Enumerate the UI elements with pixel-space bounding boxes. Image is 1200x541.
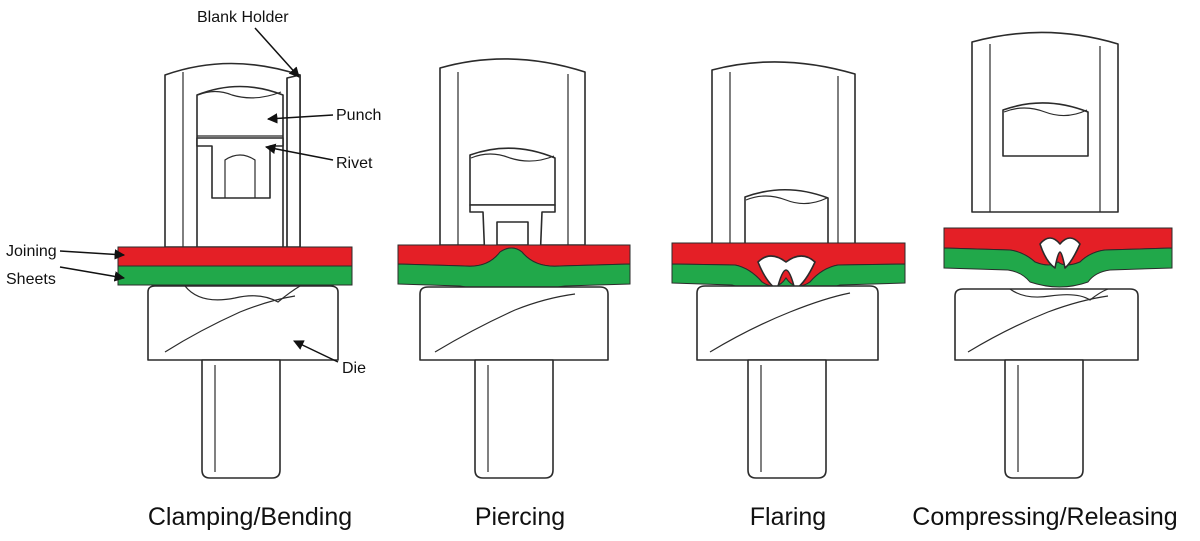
stage-piercing (397, 58, 631, 479)
caption-compressing-releasing: Compressing/Releasing (912, 503, 1177, 531)
die (954, 288, 1139, 479)
arrow-blank-holder (254, 27, 300, 78)
caption-flaring: Flaring (750, 503, 826, 531)
label-punch: Punch (336, 107, 381, 124)
annotations: Blank Holder Punch Rivet Joining Sheets … (6, 9, 381, 377)
arrow-punch (266, 113, 334, 124)
rivet (196, 137, 284, 199)
arrow-rivet (264, 143, 334, 161)
die (696, 285, 879, 479)
stage-clamping-bending (117, 62, 353, 479)
arrow-joining-bottom (59, 266, 126, 282)
joining-sheets (943, 227, 1173, 288)
arrow-die (293, 340, 339, 363)
die (419, 286, 609, 479)
arrow-joining-top (59, 249, 126, 260)
caption-clamping-bending: Clamping/Bending (148, 503, 352, 531)
punch (744, 188, 829, 246)
stage-flaring (671, 61, 906, 479)
punch (1002, 102, 1089, 157)
label-blank-holder: Blank Holder (197, 9, 289, 26)
die (147, 285, 339, 479)
joining-sheets (117, 246, 353, 286)
caption-piercing: Piercing (475, 503, 565, 531)
label-die: Die (342, 360, 366, 377)
label-joining-sheets-line2: Sheets (6, 271, 56, 288)
label-rivet: Rivet (336, 155, 373, 172)
punch (469, 147, 556, 206)
stage-compressing-releasing (943, 31, 1173, 479)
captions: Clamping/Bending Piercing Flaring Compre… (148, 503, 1178, 531)
label-joining-sheets-line1: Joining (6, 243, 57, 260)
